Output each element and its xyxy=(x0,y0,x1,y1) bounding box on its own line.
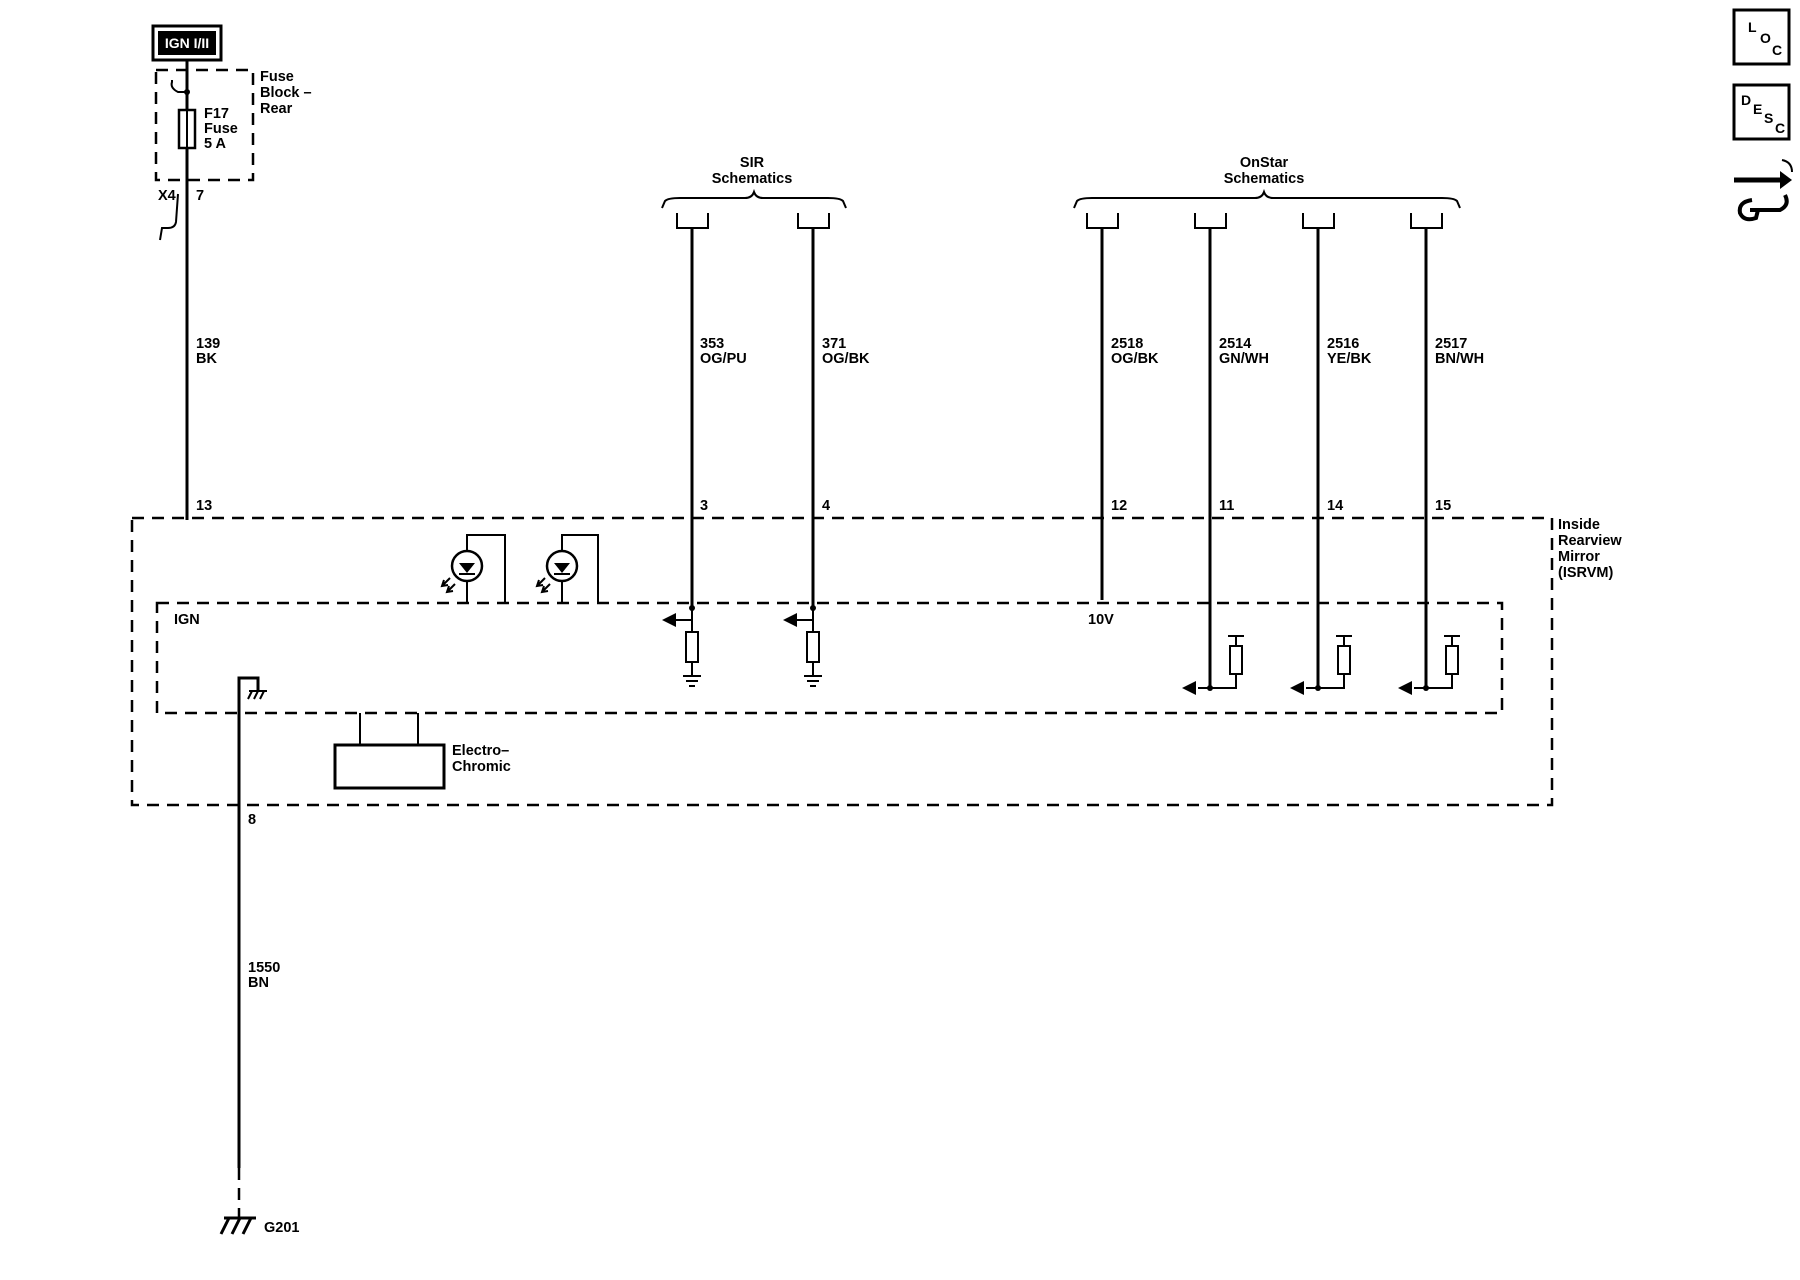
svg-text:S: S xyxy=(1764,110,1773,126)
fuse-label: F17 Fuse 5 A xyxy=(204,106,238,152)
ign-source-label: IGN I/II xyxy=(165,35,209,51)
onstar-input-15-pullup xyxy=(1398,635,1460,695)
ign-input-label: IGN xyxy=(174,612,200,628)
location-view-button[interactable]: L O C xyxy=(1732,8,1791,66)
svg-text:E: E xyxy=(1753,101,1762,117)
svg-text:C: C xyxy=(1775,120,1785,136)
sir-input-3-pulldown xyxy=(662,605,701,687)
ground-label: G201 xyxy=(264,1220,299,1236)
svg-text:BN/WH: BN/WH xyxy=(1435,351,1484,367)
svg-text:F17: F17 xyxy=(204,106,229,122)
light-sensor-2 xyxy=(535,534,599,603)
svg-text:Fuse: Fuse xyxy=(260,69,294,85)
svg-text:C: C xyxy=(1772,42,1782,58)
svg-text:(ISRVM): (ISRVM) xyxy=(1558,565,1613,581)
fuse-block-outline xyxy=(154,68,255,182)
svg-text:2516: 2516 xyxy=(1327,336,1359,352)
svg-text:13: 13 xyxy=(196,498,212,514)
svg-text:5 A: 5 A xyxy=(204,136,227,152)
svg-text:Rear: Rear xyxy=(260,101,293,117)
svg-text:SIR: SIR xyxy=(740,155,765,171)
svg-text:353: 353 xyxy=(700,336,724,352)
svg-text:O: O xyxy=(1760,30,1771,46)
svg-text:1550: 1550 xyxy=(248,960,280,976)
svg-text:11: 11 xyxy=(1219,498,1234,514)
fuse-block-label: Fuse Block – Rear xyxy=(260,69,312,117)
isrvm-inner-outline xyxy=(155,601,1504,715)
svg-text:Rearview: Rearview xyxy=(1558,533,1622,549)
sir-group: SIR Schematics xyxy=(661,155,847,229)
svg-text:GN/WH: GN/WH xyxy=(1219,351,1269,367)
svg-text:L: L xyxy=(1748,19,1757,35)
svg-text:Schematics: Schematics xyxy=(712,171,793,187)
connector-x4-label: X4 xyxy=(158,188,176,204)
svg-text:OG/PU: OG/PU xyxy=(700,351,747,367)
svg-text:OnStar: OnStar xyxy=(1240,155,1289,171)
electrochromic-element: Electro– Chromic xyxy=(333,713,511,790)
svg-text:Inside: Inside xyxy=(1558,517,1600,533)
ign-source: IGN I/II xyxy=(151,24,223,62)
isrvm-label: Inside Rearview Mirror (ISRVM) xyxy=(1558,517,1622,581)
svg-text:Schematics: Schematics xyxy=(1224,171,1305,187)
svg-text:Electro–: Electro– xyxy=(452,743,509,759)
svg-text:Chromic: Chromic xyxy=(452,759,511,775)
svg-text:Block –: Block – xyxy=(260,85,312,101)
svg-text:OG/BK: OG/BK xyxy=(1111,351,1159,367)
onstar-group: OnStar Schematics xyxy=(1073,155,1461,229)
svg-text:Mirror: Mirror xyxy=(1558,549,1600,565)
sir-input-4-pulldown xyxy=(783,605,822,687)
svg-text:Fuse: Fuse xyxy=(204,121,238,137)
isrvm-outline xyxy=(130,516,1554,807)
ground-pin: 8 xyxy=(248,812,256,828)
ground-g201 xyxy=(219,1216,256,1235)
svg-text:OG/BK: OG/BK xyxy=(822,351,870,367)
onstar-input-11-pullup xyxy=(1182,635,1244,695)
description-view-button[interactable]: D E S C xyxy=(1732,83,1791,141)
onstar-input-14-pullup xyxy=(1290,635,1352,695)
svg-text:12: 12 xyxy=(1111,498,1127,514)
svg-text:3: 3 xyxy=(700,498,708,514)
svg-text:4: 4 xyxy=(822,498,830,514)
module-ground xyxy=(237,676,267,1168)
svg-text:139: 139 xyxy=(196,336,220,352)
svg-text:15: 15 xyxy=(1435,498,1451,514)
connector-x4-pin: 7 xyxy=(196,188,204,204)
svg-text:14: 14 xyxy=(1327,498,1343,514)
light-sensor-1 xyxy=(440,534,506,603)
svg-text:BN: BN xyxy=(248,975,269,991)
svg-text:2517: 2517 xyxy=(1435,336,1467,352)
svg-text:BK: BK xyxy=(196,351,217,367)
svg-text:2514: 2514 xyxy=(1219,336,1251,352)
connector-wrench-icon[interactable] xyxy=(1734,159,1793,222)
svg-text:D: D xyxy=(1741,92,1751,108)
svg-text:2518: 2518 xyxy=(1111,336,1143,352)
svg-text:371: 371 xyxy=(822,336,846,352)
svg-text:YE/BK: YE/BK xyxy=(1327,351,1372,367)
connector-x4-symbol xyxy=(159,193,179,241)
ref-voltage-label: 10V xyxy=(1088,612,1114,628)
